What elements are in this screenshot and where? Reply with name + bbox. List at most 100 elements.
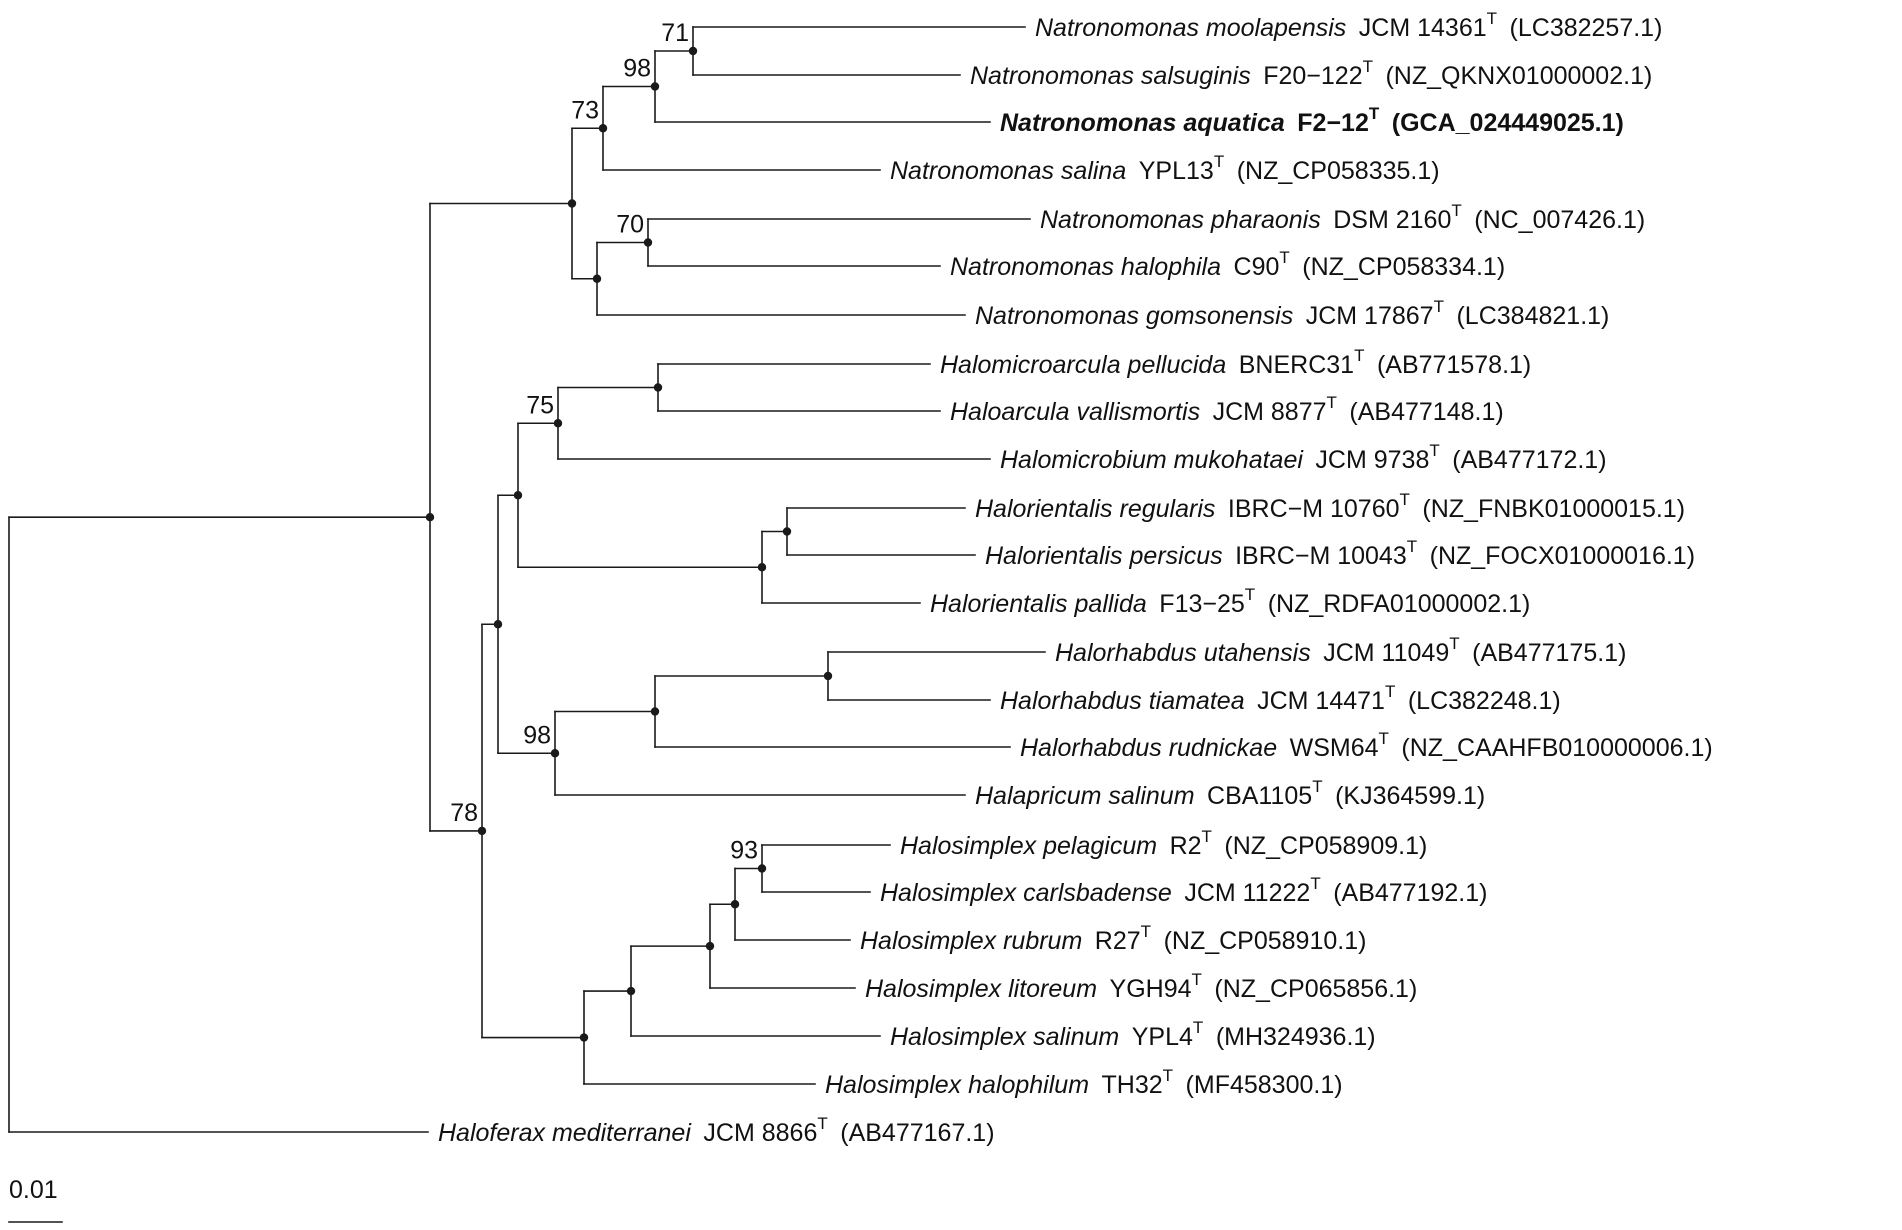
type-strain-mark: T bbox=[1327, 393, 1337, 412]
type-strain-mark: T bbox=[1141, 922, 1151, 941]
type-strain-mark: T bbox=[1354, 346, 1364, 365]
leaf-label: Halomicrobium mukohataei JCM 9738T (AB47… bbox=[1000, 441, 1607, 474]
node-marker-T bbox=[705, 941, 715, 951]
node-marker-A bbox=[425, 512, 435, 522]
type-strain-mark: T bbox=[1245, 585, 1255, 604]
type-strain-mark: T bbox=[1429, 441, 1439, 460]
accession-number: (NZ_FNBK01000015.1) bbox=[1410, 495, 1685, 523]
node-marker-E bbox=[592, 274, 602, 283]
bootstrap-value: 71 bbox=[661, 19, 689, 47]
species-name: Halorhabdus utahensis bbox=[1055, 639, 1311, 667]
type-strain-mark: T bbox=[1434, 297, 1444, 316]
type-strain-mark: T bbox=[1163, 1066, 1173, 1085]
accession-number: (KJ364599.1) bbox=[1323, 782, 1486, 810]
leaf-label: Halorhabdus utahensis JCM 11049T (AB4771… bbox=[1055, 634, 1626, 667]
accession-number: (AB771578.1) bbox=[1364, 351, 1531, 379]
accession-number: (NC_007426.1) bbox=[1462, 206, 1645, 234]
type-strain-mark: T bbox=[1400, 490, 1410, 509]
species-name: Haloarcula vallismortis bbox=[950, 398, 1200, 426]
strain-name: F20−122 bbox=[1251, 62, 1363, 90]
accession-number: (NZ_CP058334.1) bbox=[1290, 253, 1505, 281]
species-name: Halorientalis pallida bbox=[930, 590, 1147, 618]
strain-name: BNERC31 bbox=[1226, 351, 1354, 379]
type-strain-mark: T bbox=[1279, 248, 1289, 267]
accession-number: (NZ_CAAHFB010000006.1) bbox=[1389, 734, 1713, 762]
node-marker-B bbox=[567, 199, 577, 208]
bootstrap-value: 70 bbox=[616, 211, 644, 239]
strain-name: JCM 9738 bbox=[1303, 446, 1429, 474]
species-name: Natronomonas halophila bbox=[950, 253, 1221, 281]
node-marker-R bbox=[823, 671, 833, 681]
strain-name: JCM 11222 bbox=[1172, 879, 1311, 907]
leaf-label: Natronomonas salsuginis F20−122T (NZ_QKN… bbox=[970, 57, 1652, 90]
leaf-label: Haloferax mediterranei JCM 8866T (AB4771… bbox=[438, 1114, 995, 1147]
bootstrap-value: 78 bbox=[450, 799, 478, 827]
type-strain-mark: T bbox=[1192, 970, 1202, 989]
strain-name: R2 bbox=[1157, 832, 1201, 860]
type-strain-mark: T bbox=[1193, 1018, 1203, 1037]
leaf-label: Halosimplex litoreum YGH94T (NZ_CP065856… bbox=[865, 970, 1417, 1003]
node-marker-H bbox=[643, 238, 653, 247]
type-strain-mark: T bbox=[1363, 57, 1373, 76]
leaf-label: Natronomonas aquatica F2−12T (GCA_024449… bbox=[1000, 104, 1624, 137]
species-name: Halosimplex carlsbadense bbox=[880, 879, 1172, 907]
type-strain-mark: T bbox=[1379, 729, 1389, 748]
accession-number: (MF458300.1) bbox=[1173, 1071, 1343, 1099]
species-name: Halomicroarcula pellucida bbox=[940, 351, 1226, 379]
species-name: Natronomonas pharaonis bbox=[1040, 206, 1321, 234]
leaf-label: Halorhabdus rudnickae WSM64T (NZ_CAAHFB0… bbox=[1020, 729, 1713, 762]
strain-name: C90 bbox=[1221, 253, 1279, 281]
accession-number: (LC382257.1) bbox=[1497, 14, 1662, 42]
accession-number: (NZ_CP058335.1) bbox=[1224, 157, 1439, 185]
accession-number: (AB477167.1) bbox=[828, 1119, 995, 1147]
leaf-label: Halosimplex carlsbadense JCM 11222T (AB4… bbox=[880, 874, 1487, 907]
species-name: Natronomonas moolapensis bbox=[1035, 14, 1346, 42]
type-strain-mark: T bbox=[1385, 682, 1395, 701]
node-marker-P bbox=[579, 1033, 589, 1042]
node-marker-G bbox=[688, 46, 698, 56]
node-marker-J bbox=[513, 491, 523, 500]
node-marker-D bbox=[598, 124, 608, 133]
species-name: Halapricum salinum bbox=[975, 782, 1195, 810]
scale-bar-label: 0.01 bbox=[9, 1176, 58, 1204]
species-name: Natronomonas gomsonensis bbox=[975, 302, 1293, 330]
species-name: Halorientalis regularis bbox=[975, 495, 1215, 523]
strain-name: R27 bbox=[1082, 927, 1140, 955]
strain-name: JCM 11049 bbox=[1311, 639, 1450, 667]
accession-number: (NZ_CP058910.1) bbox=[1151, 927, 1366, 955]
type-strain-mark: T bbox=[1449, 634, 1459, 653]
strain-name: JCM 17867 bbox=[1293, 302, 1433, 330]
type-strain-mark: T bbox=[1407, 537, 1417, 556]
type-strain-mark: T bbox=[1312, 777, 1322, 796]
species-name: Halosimplex halophilum bbox=[825, 1071, 1089, 1099]
node-marker-L bbox=[653, 383, 663, 392]
node-marker-C bbox=[477, 826, 487, 836]
accession-number: (NZ_CP065856.1) bbox=[1202, 975, 1417, 1003]
leaf-label: Natronomonas moolapensis JCM 14361T (LC3… bbox=[1035, 9, 1662, 42]
tree-branches bbox=[8, 26, 1046, 1133]
species-name: Halosimplex rubrum bbox=[860, 927, 1082, 955]
strain-name: YGH94 bbox=[1097, 975, 1192, 1003]
accession-number: (NZ_QKNX01000002.1) bbox=[1373, 62, 1652, 90]
species-name: Natronomonas salina bbox=[890, 157, 1126, 185]
tree-nodes bbox=[425, 46, 833, 1042]
leaf-label: Halosimplex rubrum R27T (NZ_CP058910.1) bbox=[860, 922, 1366, 955]
bootstrap-value: 98 bbox=[523, 721, 551, 749]
leaf-label: Halorientalis persicus IBRC−M 10043T (NZ… bbox=[985, 537, 1695, 570]
node-marker-U bbox=[730, 900, 740, 909]
leaf-label: Natronomonas pharaonis DSM 2160T (NC_007… bbox=[1040, 201, 1645, 234]
accession-number: (LC384821.1) bbox=[1444, 302, 1609, 330]
strain-name: YPL13 bbox=[1126, 157, 1214, 185]
strain-name: JCM 14471 bbox=[1245, 687, 1385, 715]
strain-name: F2−12 bbox=[1285, 109, 1369, 137]
type-strain-mark: T bbox=[1202, 827, 1212, 846]
type-strain-mark: T bbox=[1310, 874, 1320, 893]
accession-number: (NZ_RDFA01000002.1) bbox=[1255, 590, 1530, 618]
accession-number: (NZ_FOCX01000016.1) bbox=[1417, 542, 1695, 570]
strain-name: WSM64 bbox=[1277, 734, 1379, 762]
type-strain-mark: T bbox=[1214, 152, 1224, 171]
accession-number: (LC382248.1) bbox=[1395, 687, 1560, 715]
accession-number: (GCA_024449025.1) bbox=[1379, 109, 1624, 137]
